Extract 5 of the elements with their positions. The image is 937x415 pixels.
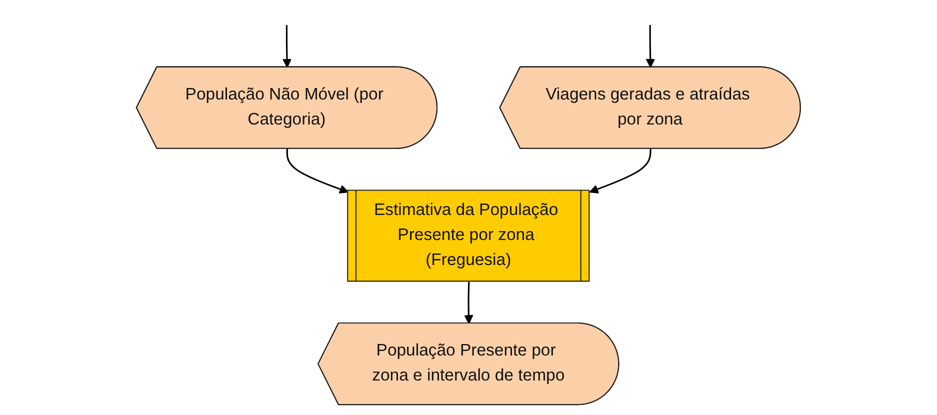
- arrow: [464, 282, 474, 324]
- arrow: [646, 25, 656, 68]
- arrow: [282, 25, 292, 68]
- arrow: [286, 148, 349, 194]
- arrow: [589, 148, 652, 194]
